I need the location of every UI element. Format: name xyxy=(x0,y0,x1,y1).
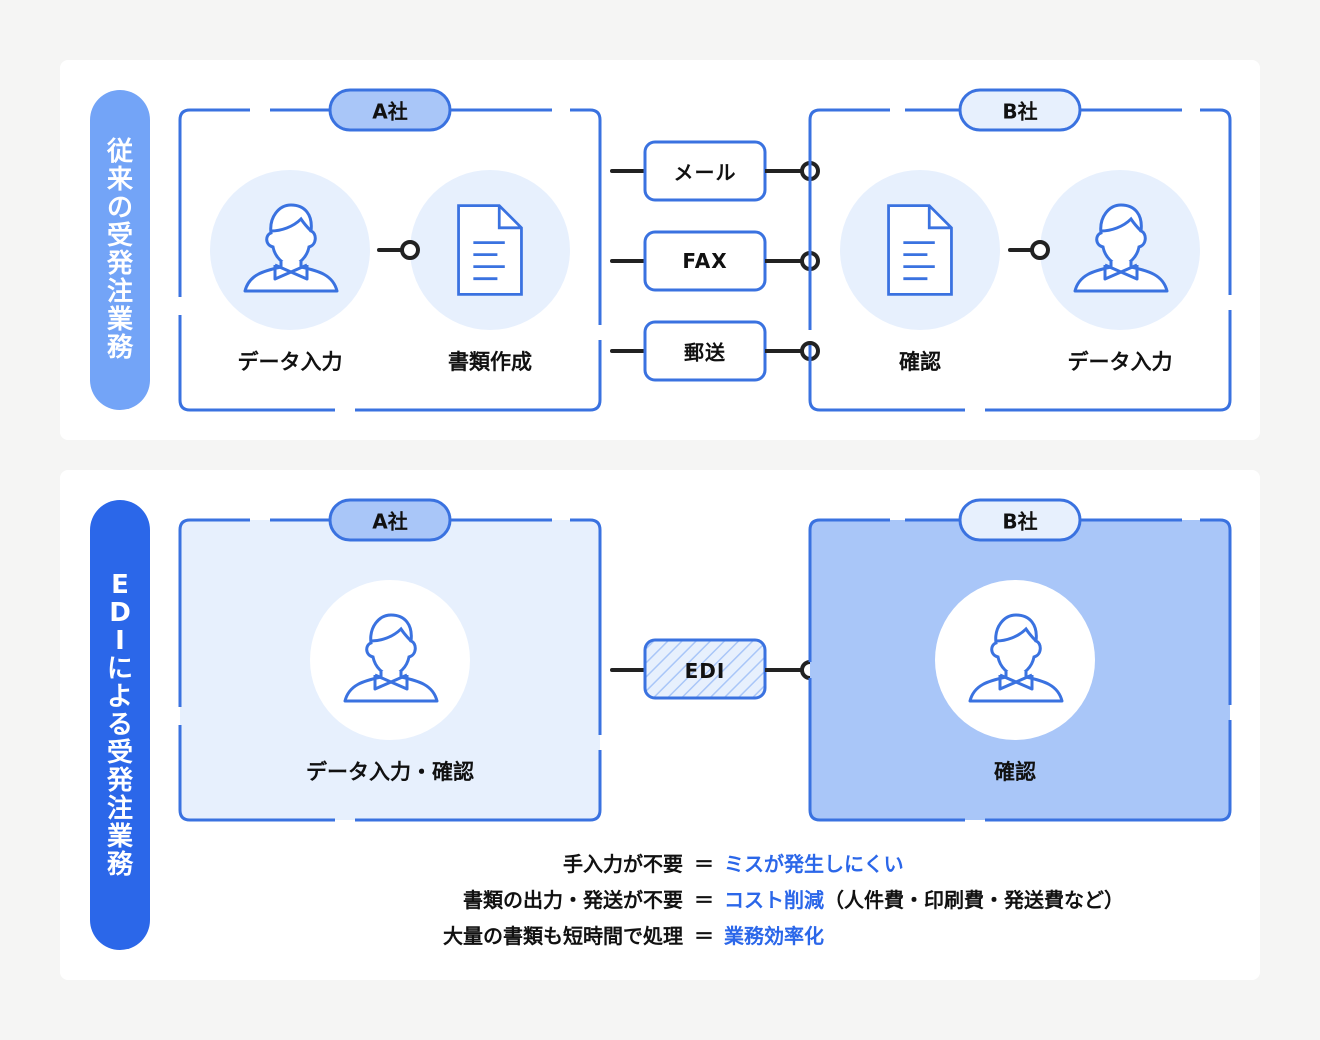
edi-diagram xyxy=(178,498,1232,822)
benefit-equals: ＝ xyxy=(694,888,714,912)
traditional-workflow-label: 従来の受発注業務 xyxy=(90,90,150,410)
side-label-char: I xyxy=(115,626,125,656)
channel-label-mail: 郵送 xyxy=(684,340,726,365)
connector-b-internal xyxy=(1008,240,1050,260)
step-label: データ入力 xyxy=(1067,350,1173,374)
step-label: 書類作成 xyxy=(448,350,532,374)
benefit-effect-text: コスト削減 xyxy=(724,888,824,912)
benefit-equals: ＝ xyxy=(694,924,714,948)
side-label-char: の xyxy=(106,193,133,223)
side-label-char: 発 xyxy=(106,766,133,796)
side-label-char: 注 xyxy=(106,794,133,824)
side-label-char: 務 xyxy=(106,850,133,880)
company-b-pill xyxy=(958,498,1082,542)
step-label: 確認 xyxy=(994,760,1036,784)
side-label-char: 注 xyxy=(106,277,133,307)
side-label-char: 従 xyxy=(106,137,133,167)
company-b-name: B社 xyxy=(1002,509,1038,534)
side-label-char: D xyxy=(109,598,131,628)
side-label-char: 受 xyxy=(106,738,133,768)
channel-email xyxy=(610,140,820,202)
side-label-char: る xyxy=(106,710,133,740)
step-label: データ入力・確認 xyxy=(306,760,474,784)
company-b-frame xyxy=(808,108,1232,412)
side-label-char: 受 xyxy=(106,221,133,251)
company-a-name: A社 xyxy=(372,509,408,534)
benefit-note: （人件費・印刷費・発送費など） xyxy=(824,888,1124,912)
side-label-char: よ xyxy=(106,682,133,712)
edi-channel xyxy=(610,638,820,700)
side-label-char: 業 xyxy=(106,822,133,852)
company-a-pill xyxy=(328,498,452,542)
benefit-effect-text: 業務効率化 xyxy=(724,924,824,948)
benefit-effect: 業務効率化 xyxy=(724,920,824,949)
benefit-cause: 書類の出力・発送が不要 xyxy=(463,888,683,912)
benefit-effect: ミスが発生しにくい xyxy=(724,848,904,877)
document-icon xyxy=(887,204,953,296)
document-icon xyxy=(457,204,523,296)
side-label-char: に xyxy=(106,654,133,684)
side-label-char: 発 xyxy=(106,249,133,279)
company-a-pill xyxy=(328,88,452,132)
benefit-effect-text: ミスが発生しにくい xyxy=(724,852,904,876)
company-b-name: B社 xyxy=(1002,99,1038,124)
benefit-equals: ＝ xyxy=(694,852,714,876)
side-label-char: E xyxy=(111,570,129,600)
step-label: 確認 xyxy=(899,350,941,374)
connector-a-internal xyxy=(377,240,420,260)
channel-label-fax: FAX xyxy=(682,249,728,273)
company-a-name: A社 xyxy=(372,99,408,124)
company-b-frame xyxy=(808,518,1232,822)
side-label-char: 務 xyxy=(106,333,133,363)
company-a-frame xyxy=(178,108,602,412)
channel-label-email: メール xyxy=(673,160,737,185)
traditional-workflow-panel: 従来の受発注業務 xyxy=(60,60,1260,440)
benefit-effect: コスト削減（人件費・印刷費・発送費など） xyxy=(724,884,1124,913)
benefit-cause: 手入力が不要 xyxy=(563,852,683,876)
company-a-frame xyxy=(178,518,602,822)
side-label-char: 業 xyxy=(106,305,133,335)
benefit-cause: 大量の書類も短時間で処理 xyxy=(443,924,683,948)
company-b-pill xyxy=(958,88,1082,132)
channel-mail xyxy=(610,320,820,382)
channel-label-edi: EDI xyxy=(684,659,726,683)
side-label-char: 来 xyxy=(106,165,133,195)
traditional-diagram xyxy=(178,88,1232,412)
step-label: データ入力 xyxy=(237,350,343,374)
